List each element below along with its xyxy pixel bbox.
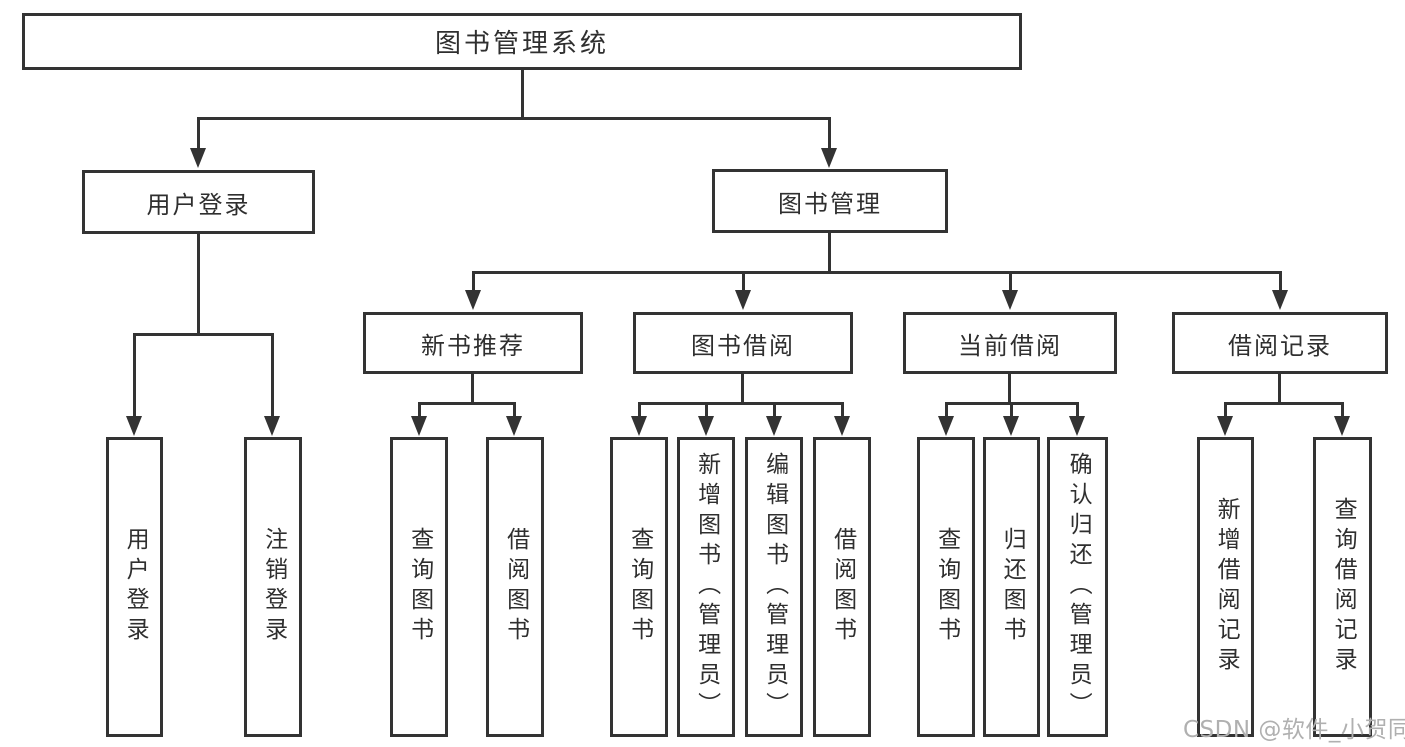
connector-arrowhead	[821, 148, 837, 168]
connector-arrow-stem	[1341, 402, 1344, 418]
connector-arrowhead	[126, 416, 142, 436]
connector-arrowhead	[1272, 290, 1288, 310]
leaf-add-borrow-record: 新增借阅记录	[1197, 437, 1254, 737]
connector-arrow-stem	[1010, 402, 1013, 418]
connector-arrowhead	[1069, 416, 1085, 436]
node-book-borrow: 图书借阅	[633, 312, 853, 374]
leaf-user-login: 用户登录	[106, 437, 163, 737]
leaf-query-borrow-record: 查询借阅记录	[1313, 437, 1372, 737]
connector-arrow-stem	[472, 271, 475, 293]
connector-userlogin-stem	[197, 234, 200, 335]
node-user-login: 用户登录	[82, 170, 315, 234]
connector-arrow-stem	[1279, 271, 1282, 293]
connector-arrow-stem	[705, 402, 708, 418]
connector-userlogin-split	[133, 333, 274, 336]
leaf-query-book-current: 查询图书	[917, 437, 975, 737]
connector-newbook-stem	[471, 374, 474, 405]
connector-arrowhead	[264, 416, 280, 436]
connector-borrow-split	[638, 402, 843, 405]
connector-arrow-stem	[945, 402, 948, 418]
node-borrow-records: 借阅记录	[1172, 312, 1388, 374]
connector-borrow-stem	[741, 374, 744, 405]
connector-arrow-stem	[1224, 402, 1227, 418]
connector-arrowhead	[465, 290, 481, 310]
connector-arrow-stem	[197, 117, 200, 151]
connector-arrowhead	[735, 290, 751, 310]
connector-arrow-stem	[773, 402, 776, 418]
leaf-logout: 注销登录	[244, 437, 302, 737]
connector-arrowhead	[766, 416, 782, 436]
connector-arrowhead	[834, 416, 850, 436]
leaf-borrow-book: 借阅图书	[813, 437, 871, 737]
connector-arrow-stem	[742, 271, 745, 293]
connector-arrow-stem	[841, 402, 844, 418]
connector-arrowhead	[698, 416, 714, 436]
node-book-management: 图书管理	[712, 169, 948, 233]
connector-bookmgmt-stem	[828, 233, 831, 274]
node-new-book-recommend: 新书推荐	[363, 312, 583, 374]
connector-newbook-split	[418, 402, 516, 405]
connector-arrow-stem	[271, 333, 274, 418]
connector-arrowhead	[1217, 416, 1233, 436]
leaf-edit-book-admin: 编辑图书（管理员）	[745, 437, 803, 737]
connector-bookmgmt-split	[472, 271, 1281, 274]
connector-arrowhead	[1003, 416, 1019, 436]
connector-arrow-stem	[1009, 271, 1012, 293]
connector-arrow-stem	[828, 117, 831, 151]
connector-arrow-stem	[638, 402, 641, 418]
connector-arrow-stem	[133, 333, 136, 418]
connector-root-split	[197, 117, 831, 120]
connector-records-stem	[1278, 374, 1281, 405]
connector-arrowhead	[506, 416, 522, 436]
leaf-add-book-admin: 新增图书（管理员）	[677, 437, 735, 737]
leaf-query-book-newrec: 查询图书	[390, 437, 448, 737]
connector-arrow-stem	[1076, 402, 1079, 418]
connector-arrowhead	[1334, 416, 1350, 436]
leaf-return-book: 归还图书	[983, 437, 1040, 737]
node-current-borrow: 当前借阅	[903, 312, 1117, 374]
leaf-confirm-return-admin: 确认归还（管理员）	[1047, 437, 1108, 737]
connector-arrow-stem	[418, 402, 421, 418]
connector-arrowhead	[411, 416, 427, 436]
connector-arrow-stem	[513, 402, 516, 418]
leaf-borrow-book-newrec: 借阅图书	[486, 437, 544, 737]
node-root: 图书管理系统	[22, 13, 1022, 70]
connector-arrowhead	[1002, 290, 1018, 310]
connector-arrowhead	[190, 148, 206, 168]
connector-root-stem	[521, 69, 524, 118]
connector-current-stem	[1008, 374, 1011, 405]
leaf-query-book-borrow: 查询图书	[610, 437, 668, 737]
connector-records-split	[1224, 402, 1344, 405]
connector-arrowhead	[631, 416, 647, 436]
connector-arrowhead	[938, 416, 954, 436]
watermark: CSDN @软件_小贺同学	[1183, 717, 1405, 743]
